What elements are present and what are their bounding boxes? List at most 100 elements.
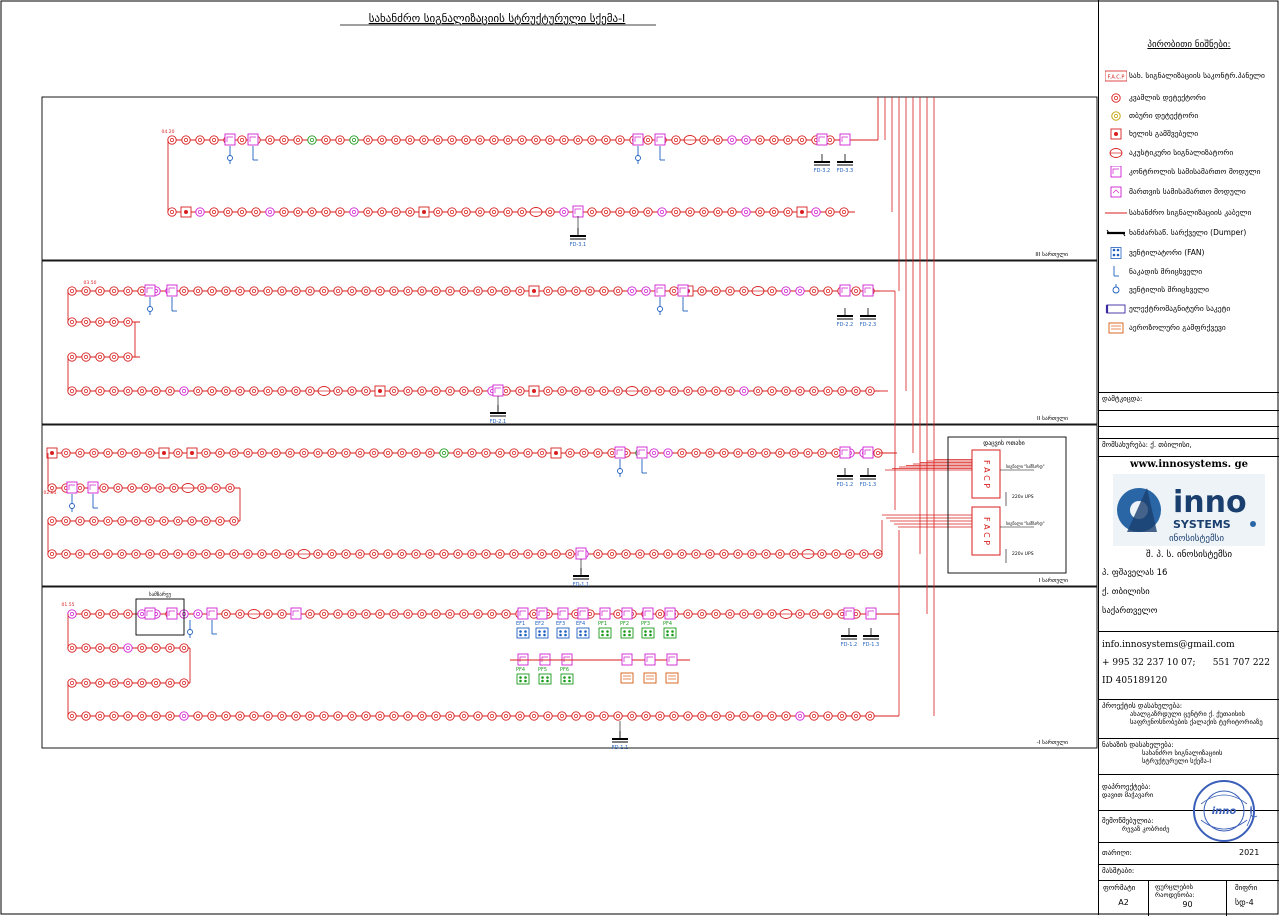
smoke-detector-icon (433, 207, 443, 217)
facp-icon: F.A.C.P (1104, 70, 1128, 82)
smoke-detector-icon (221, 286, 231, 296)
smoke-detector-icon (789, 549, 799, 559)
smoke-detector-icon (537, 549, 547, 559)
damper-icon: FD-1.3 (863, 628, 879, 648)
damper-label: FD-2.1 (490, 419, 506, 425)
smoke-detector-icon (655, 386, 665, 396)
legend-label: ხანძარსაწ. სარქველი (Dumper) (1129, 228, 1247, 237)
smoke-detector-icon (89, 448, 99, 458)
smoke-detector-icon (459, 609, 469, 619)
legend-label: კვამლის დეტექტორი (1129, 93, 1206, 102)
smoke-detector-icon (607, 448, 617, 458)
smoke-detector-icon (265, 207, 275, 217)
smoke-detector-icon (515, 286, 525, 296)
smoke-detector-icon (641, 286, 651, 296)
date-label: თარიღი: (1102, 849, 1132, 857)
smoke-detector-icon (361, 386, 371, 396)
smoke-detector-icon (571, 711, 581, 721)
smoke-detector-icon (103, 549, 113, 559)
manual-call-point-icon (186, 447, 198, 459)
aerosol-icon (1105, 322, 1124, 334)
smoke-detector-icon (403, 711, 413, 721)
smoke-detector-icon (123, 386, 133, 396)
smoke-detector-icon (389, 711, 399, 721)
valve-icon (682, 297, 688, 312)
smoke-detector-icon (459, 286, 469, 296)
smoke-detector-icon (823, 386, 833, 396)
fan-icon: EF1 (516, 621, 530, 639)
legend-label: კონტროლის სამისამართო მოდული (1129, 167, 1261, 176)
smoke-detector-icon (551, 549, 561, 559)
control-module-icon (166, 607, 178, 620)
fire-line-icon (1105, 207, 1127, 219)
smoke-detector-icon (481, 549, 491, 559)
legend-item: ნაკადის მრიცხველი (1105, 266, 1202, 278)
smoke-detector-icon (599, 386, 609, 396)
smoke-detector-icon (565, 448, 575, 458)
project-row: პროექტის დასახელება: ახალგაზრდული ცენტრი… (1099, 699, 1279, 738)
valve-round-icon (635, 146, 641, 164)
control-module-icon (839, 284, 851, 297)
sheets-value: 90 (1182, 900, 1193, 909)
smoke-detector-icon (683, 609, 693, 619)
fan-icon: EF3 (556, 621, 570, 639)
control-module-icon (561, 653, 573, 666)
smoke-detector-icon (593, 549, 603, 559)
damper-icon: FD-2.3 (860, 308, 876, 328)
device-number: 01.55 (62, 602, 75, 608)
fan-icon: PF6 (560, 667, 574, 685)
smoke-detector-icon (677, 549, 687, 559)
smoke-detector-icon (67, 317, 77, 327)
approved-row: დამტკიცდა: (1099, 392, 1279, 410)
device-number: 02.61 (44, 490, 57, 496)
smoke-detector-icon (333, 609, 343, 619)
checker-name: რევაზ კობრიძე (1122, 825, 1170, 833)
smoke-detector-icon (425, 549, 435, 559)
smoke-detector-icon (601, 207, 611, 217)
smoke-detector-icon (445, 386, 455, 396)
smoke-detector-icon (141, 483, 151, 493)
owner-row: მომსახურება: ქ. თბილისი, (1099, 438, 1279, 456)
sounder-icon (247, 609, 261, 619)
valve-round-icon (147, 297, 153, 315)
valve-icon (171, 297, 177, 312)
smoke-detector-icon (327, 448, 337, 458)
smoke-detector-icon (699, 135, 709, 145)
smoke-detector-icon (67, 711, 77, 721)
smoke-detector-icon (151, 386, 161, 396)
legend-item: ხანძარსაწ. სარქველი (Dumper) (1105, 227, 1246, 239)
smoke-detector-icon (209, 135, 219, 145)
smoke-detector-icon (179, 286, 189, 296)
smoke-detector-icon (271, 549, 281, 559)
smoke-detector-icon (235, 609, 245, 619)
control-module-icon (862, 284, 874, 297)
smoke-detector-icon (713, 207, 723, 217)
smoke-detector-icon (739, 609, 749, 619)
smoke-detector-icon (207, 711, 217, 721)
smoke-detector-icon (263, 386, 273, 396)
smoke-detector-icon (159, 549, 169, 559)
smoke-detector-icon (445, 609, 455, 619)
smoke-detector-icon (307, 135, 317, 145)
damper-icon (1105, 227, 1126, 239)
smoke-detector-icon (341, 549, 351, 559)
legend-label: აკუსტიკური სიგნალიზატორი (1129, 148, 1234, 157)
manual-call-point-icon (796, 206, 808, 218)
smoke-detector-icon (211, 483, 221, 493)
smoke-detector-icon (347, 286, 357, 296)
smoke-detector-icon (201, 516, 211, 526)
smoke-detector-icon (431, 711, 441, 721)
smoke-detector-icon (89, 549, 99, 559)
legend-label: ნაკადის მრიცხველი (1129, 267, 1203, 276)
control-module-icon (517, 653, 529, 666)
smoke-detector-icon (173, 549, 183, 559)
valve-icon (1105, 266, 1123, 278)
smoke-detector-icon (501, 711, 511, 721)
smoke-detector-icon (585, 386, 595, 396)
smoke-detector-icon (173, 448, 183, 458)
smoke-detector-icon (201, 448, 211, 458)
control-module-icon (572, 205, 584, 218)
